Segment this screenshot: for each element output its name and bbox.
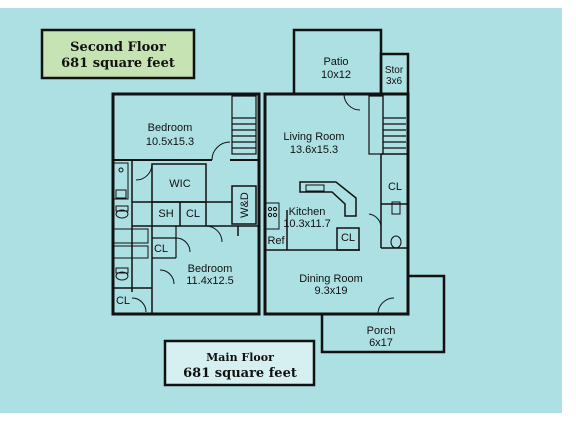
second-floor-title-box: Second Floor 681 square feet: [40, 28, 196, 80]
porch-name: Porch: [367, 325, 396, 337]
main-floor-stairs: [368, 95, 406, 155]
bedroom2-size: 11.4x12.5: [186, 275, 234, 287]
wd-label: W&D: [239, 192, 251, 218]
washer-dryer-closet: [231, 185, 257, 225]
wic-label: WIC: [169, 178, 190, 190]
living-room-name: Living Room: [283, 131, 344, 143]
room-labels: Bedroom 10.5x15.3 WIC SH CL CL CL W&D Be…: [116, 56, 404, 349]
stor-name: Stor: [385, 65, 404, 76]
dining-room-size: 9.3x19: [314, 285, 347, 297]
kitchen-size: 10.3x11.7: [283, 218, 331, 230]
patio-size: 10x12: [321, 69, 351, 81]
second-floor-stairs: [231, 95, 257, 155]
hall-closet-label: CL: [154, 243, 168, 255]
main-floor-area: 681 square feet: [183, 366, 297, 381]
second-floor-outline: [111, 92, 261, 316]
kitchen-closet-label: CL: [341, 232, 355, 244]
second-floor-plan: [111, 92, 261, 316]
second-floor-title: Second Floor: [70, 40, 166, 55]
kitchen-name: Kitchen: [289, 206, 326, 218]
dining-room-name: Dining Room: [299, 273, 363, 285]
main-floor-plan: [263, 28, 446, 354]
second-floor-area: 681 square feet: [61, 56, 175, 71]
main-floor-title-box: Main Floor 681 square feet: [163, 339, 316, 387]
bedroom1-name: Bedroom: [148, 122, 193, 134]
kitchen-counter: [299, 181, 357, 217]
patio-name: Patio: [323, 56, 348, 68]
porch-area: [320, 274, 446, 354]
bedroom2-name: Bedroom: [188, 263, 233, 275]
upper-bath-closet-label: CL: [116, 295, 130, 307]
main-floor-title: Main Floor: [206, 351, 274, 364]
sh-label: SH: [158, 208, 173, 220]
bath-closet-label: CL: [186, 208, 200, 220]
main-closet-label: CL: [388, 181, 402, 193]
living-room-size: 13.6x15.3: [290, 144, 338, 156]
porch-size: 6x17: [369, 337, 393, 349]
stor-size: 3x6: [386, 76, 403, 87]
bedroom1-size: 10.5x15.3: [146, 136, 194, 148]
ref-label: Ref: [267, 235, 285, 247]
